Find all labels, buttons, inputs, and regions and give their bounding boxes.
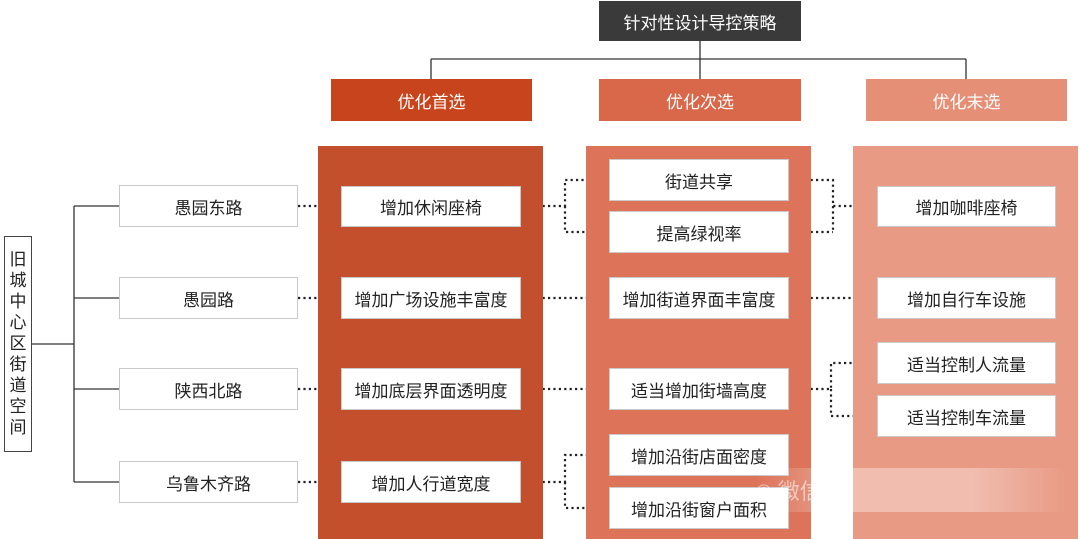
- root-label-char: 道: [9, 375, 27, 396]
- first-choice-box: 增加人行道宽度: [341, 461, 521, 503]
- root-label-char: 中: [9, 291, 27, 312]
- second-choice-box: 增加沿街窗户面积: [609, 487, 789, 529]
- first-choice-box: 增加休闲座椅: [341, 186, 521, 227]
- third-choice-box: 增加自行车设施: [877, 277, 1056, 319]
- road-box: 乌鲁木齐路: [119, 461, 298, 503]
- tier-header-first: 优化首选: [331, 79, 532, 121]
- watermark-text: 微信号: [777, 480, 844, 505]
- third-choice-box: 适当控制人流量: [877, 342, 1056, 384]
- root-label-char: 空: [9, 396, 27, 417]
- third-choice-box: 适当控制车流量: [877, 395, 1056, 437]
- left-tree-connector: [32, 205, 119, 483]
- diagram-title: 针对性设计导控策略: [599, 1, 801, 41]
- road-box: 愚园东路: [119, 185, 298, 227]
- first-choice-box: 增加广场设施丰富度: [341, 277, 521, 319]
- road-box: 陕西北路: [119, 368, 298, 410]
- wechat-icon: ◉: [756, 479, 772, 501]
- third-choice-box: 增加咖啡座椅: [877, 186, 1056, 227]
- second-choice-box: 增加沿街店面密度: [609, 434, 789, 476]
- watermark: ◉ 微信号: [756, 468, 1066, 512]
- tier-header-second: 优化次选: [599, 79, 801, 121]
- tier-header-third: 优化末选: [866, 79, 1067, 121]
- root-label-char: 间: [9, 417, 27, 438]
- second-choice-box: 适当增加街墙高度: [609, 368, 789, 410]
- second-choice-box: 提高绿视率: [609, 211, 789, 253]
- root-label-char: 旧: [9, 249, 27, 270]
- root-label-char: 心: [9, 312, 27, 333]
- root-label: 旧 城 中 心 区 街 道 空 间: [4, 236, 32, 452]
- second-choice-box: 街道共享: [609, 159, 789, 201]
- root-label-char: 城: [9, 270, 27, 291]
- root-label-char: 区: [9, 333, 27, 354]
- second-choice-box: 增加街道界面丰富度: [609, 277, 789, 319]
- top-tree-connector: [430, 41, 967, 79]
- root-label-char: 街: [9, 354, 27, 375]
- first-choice-box: 增加底层界面透明度: [341, 368, 521, 410]
- road-box: 愚园路: [119, 277, 298, 319]
